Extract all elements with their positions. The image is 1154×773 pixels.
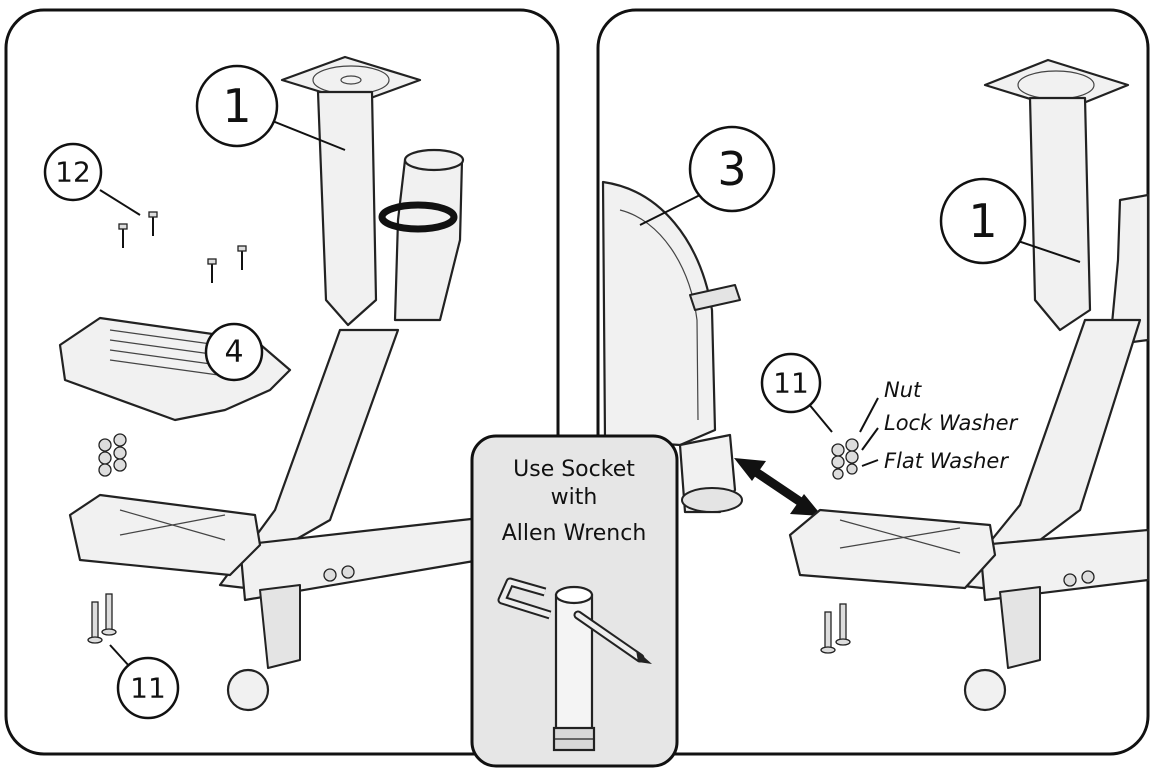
callout-left-4: 4 (204, 322, 264, 382)
leader-left-12 (99, 189, 141, 216)
callout-left-1: 1 (195, 64, 279, 148)
callout-left-1-label: 1 (222, 79, 251, 133)
callout-right-11-label: 11 (773, 367, 809, 400)
callout-right-3: 3 (688, 125, 776, 213)
callout-left-12: 12 (43, 142, 103, 202)
callout-right-1-label: 1 (968, 194, 997, 248)
tool-inset-line1: Use Socket (513, 457, 635, 482)
allen-wrench-icon (497, 577, 552, 620)
callout-right-11: 11 (760, 352, 822, 414)
callout-right-1: 1 (939, 177, 1027, 265)
seat-post (316, 90, 378, 327)
leader-lock-washer (861, 427, 879, 451)
right-pedal-mount-plate (788, 508, 997, 590)
label-flat-washer: Flat Washer (884, 449, 1009, 473)
callout-left-4-label: 4 (224, 335, 243, 370)
pedal-mount-plate (68, 493, 262, 577)
leader-flat-washer (861, 459, 879, 467)
tool-inset: Use Socket with Allen Wrench (470, 434, 679, 768)
callout-right-3-label: 3 (717, 142, 746, 196)
label-lock-washer: Lock Washer (884, 411, 1019, 435)
tool-inset-line3: Allen Wrench (502, 521, 647, 546)
leader-left-1 (269, 119, 346, 151)
right-frame-base (963, 528, 1150, 712)
handlebar-post (378, 148, 465, 322)
callout-left-11: 11 (116, 656, 180, 720)
right-panel: Nut Lock Washer Flat Washer 3 1 11 (596, 8, 1150, 756)
right-hardware-stack (831, 438, 859, 480)
left-panel: 1 12 4 11 (4, 8, 560, 756)
label-nut: Nut (884, 378, 922, 402)
leader-right-1 (1014, 239, 1081, 263)
wrench-arm-icon (573, 610, 652, 664)
tool-inset-line2: with (551, 485, 598, 510)
frame-base (226, 516, 482, 712)
callout-left-11-label: 11 (130, 672, 166, 705)
screws-part-12 (118, 211, 247, 283)
nut-washer-stack (98, 433, 127, 477)
right-bolts (820, 603, 851, 654)
alignment-arrow (734, 458, 822, 516)
bolts-part-11 (87, 593, 117, 644)
leader-right-3 (639, 194, 701, 226)
flywheel-housing (601, 180, 743, 514)
right-seat-post (1028, 96, 1092, 332)
leader-nut (859, 397, 879, 433)
socket-icon (552, 585, 596, 752)
callout-left-12-label: 12 (55, 156, 91, 189)
leader-right-11 (807, 402, 833, 433)
